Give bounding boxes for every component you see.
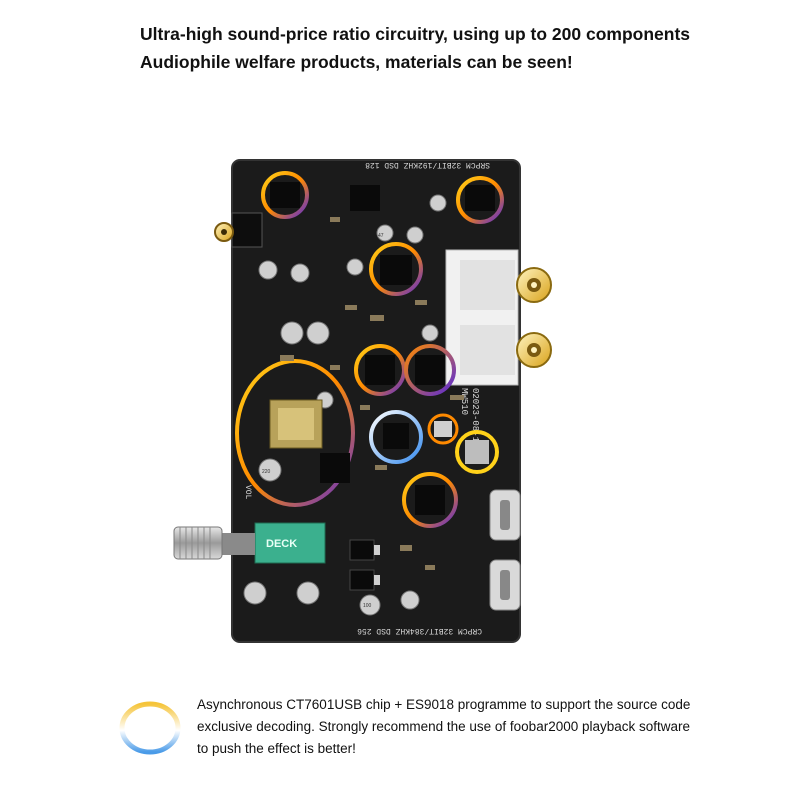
voltage-regulator-1: [349, 539, 375, 561]
cap-label-100: 100: [363, 603, 372, 609]
crystal-oscillator: [427, 413, 459, 445]
cap-label-small: 47: [378, 233, 384, 239]
coax-jack: [231, 212, 263, 248]
opamp-chip-4: [369, 242, 423, 296]
feature-caption: Asynchronous CT7601USB chip + ES9018 pro…: [197, 694, 777, 760]
smd-components: [280, 217, 464, 570]
opamp-chip-2: [350, 185, 380, 211]
opamp-chip-5: [354, 344, 406, 396]
vol-silkscreen: VOL: [243, 485, 252, 500]
usb-chip: [402, 472, 458, 528]
opamp-chip-3: [456, 176, 504, 224]
power-transformer: [235, 359, 355, 507]
opamp-chip-1: [261, 171, 309, 219]
caption-line-2: exclusive decoding. Strongly recommend t…: [197, 719, 691, 734]
pcb-board-image: SRPCM 32BIT/192KHZ DSD 128 CRPCM 32BIT/3…: [173, 159, 552, 643]
top-silkscreen: SRPCM 32BIT/192KHZ DSD 128: [365, 160, 490, 169]
opamp-chip-6: [404, 344, 456, 396]
headline: Ultra-high sound-price ratio circuitry, …: [140, 20, 780, 76]
dac-chip: [369, 410, 423, 464]
ring-icon: [119, 701, 181, 755]
bottom-silkscreen: CRPCM 32BIT/384KHZ DSD 256: [357, 626, 482, 635]
voltage-regulator-2: [349, 569, 375, 591]
clock-oscillator: [455, 430, 499, 474]
headline-line-2: Audiophile welfare products, materials c…: [140, 52, 573, 72]
date-silkscreen: 02023-08-19: [470, 388, 480, 447]
caption-line-3: to push the effect is better!: [197, 741, 356, 756]
caption-line-1: Asynchronous CT7601USB chip + ES9018 pro…: [197, 697, 691, 712]
headline-line-1: Ultra-high sound-price ratio circuitry, …: [140, 24, 691, 44]
cap-label-large: 220: [262, 469, 271, 475]
model-silkscreen: MW510: [459, 388, 469, 415]
volume-potentiometer: DECK: [173, 522, 326, 564]
svg-text:DECK: DECK: [266, 538, 297, 550]
